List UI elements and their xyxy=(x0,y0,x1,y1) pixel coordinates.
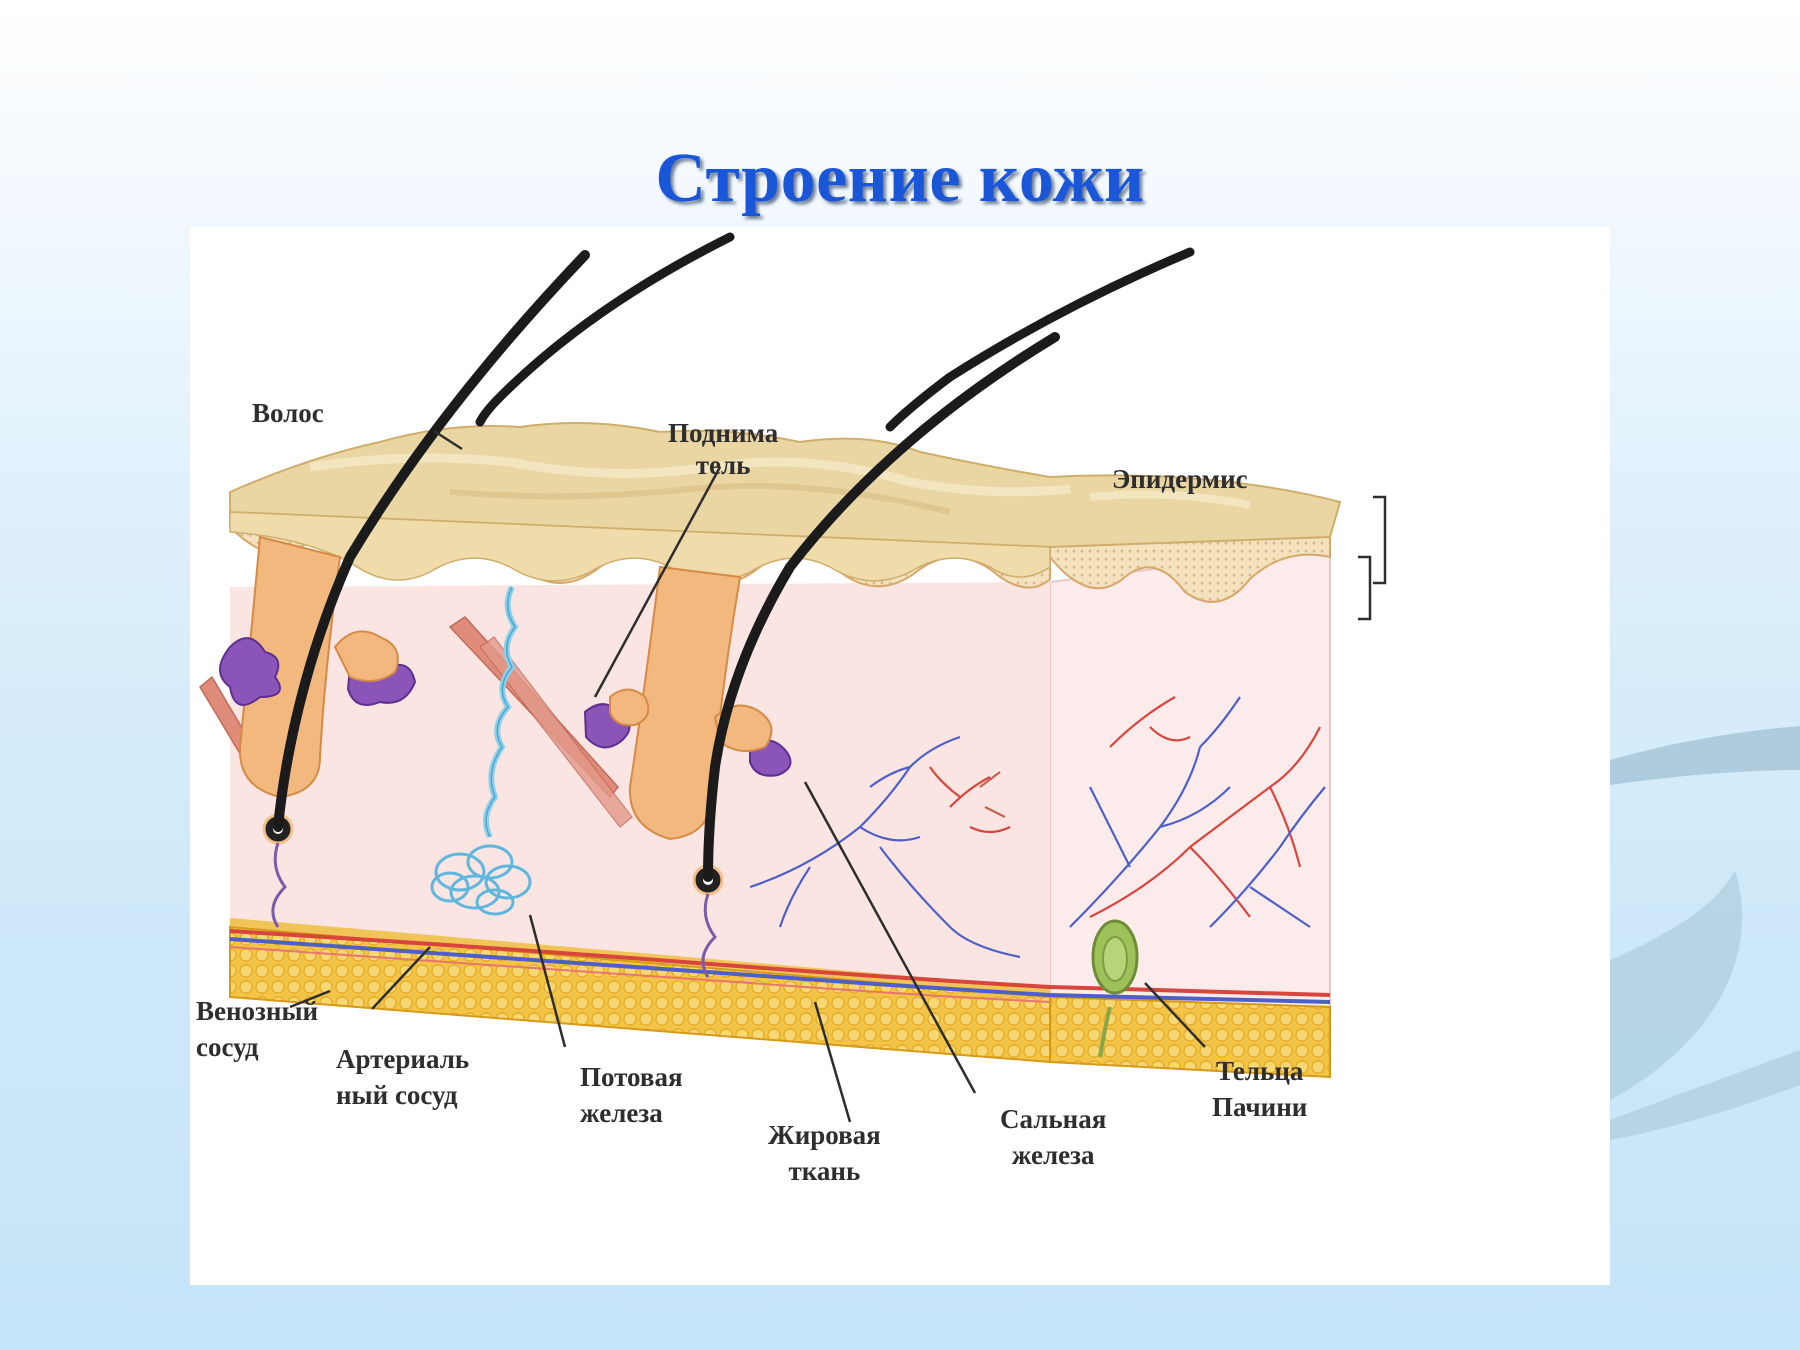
label-epidermis: Эпидермис xyxy=(1112,464,1248,494)
label-sweat-line2: железа xyxy=(580,1098,663,1128)
label-vein-line2: сосуд xyxy=(196,1032,259,1062)
sweat-gland-coil xyxy=(430,844,532,916)
epidermis-front-edge xyxy=(229,511,1051,582)
fat-layer-side xyxy=(1049,995,1331,1079)
label-pacini-line1: Тельца xyxy=(1215,1056,1304,1086)
diagram-panel: Волос Поднима тель Эпидермис Венозный со… xyxy=(190,227,1610,1285)
label-sweat-line1: Потовая xyxy=(580,1062,683,1092)
label-fat-line1: Жировая xyxy=(768,1120,881,1150)
skin-structure-diagram xyxy=(199,232,1387,1123)
label-sebaceous-line1: Сальная xyxy=(1000,1104,1107,1134)
label-artery-line2: ный сосуд xyxy=(336,1080,458,1110)
front-capillaries xyxy=(749,735,1021,959)
pacini-corpuscle xyxy=(1091,919,1139,1058)
label-erector-muscle: Поднима тель xyxy=(668,417,778,481)
label-sebaceous-line2: железа xyxy=(1011,1140,1095,1170)
slide-title: Строение кожи xyxy=(655,139,1145,217)
hair-shaft-1 xyxy=(273,250,590,832)
erector-muscle-3 xyxy=(479,636,633,828)
hair-shaft-2 xyxy=(475,232,735,427)
label-fat-line2: ткань xyxy=(788,1156,861,1186)
venous-vessel xyxy=(229,937,1331,1004)
label-sweat-gland: Потовая железа xyxy=(580,1059,683,1131)
label-artery: Артериаль ный сосуд xyxy=(336,1041,469,1113)
label-hair: Волос xyxy=(252,398,324,428)
label-erector-line1: Поднима xyxy=(668,418,779,448)
sebaceous-glands xyxy=(219,637,792,777)
label-vein-line1: Венозный xyxy=(196,996,319,1026)
label-artery-line1: Артериаль xyxy=(336,1044,470,1074)
label-sebaceous-gland: Сальная железа xyxy=(1000,1101,1106,1173)
papillary-layer-side xyxy=(1049,525,1331,603)
label-pacini-line2: Пачини xyxy=(1212,1092,1308,1122)
leader-lines xyxy=(289,429,1387,1123)
label-vein: Венозный сосуд xyxy=(196,993,318,1065)
label-fat-tissue: Жировая ткань xyxy=(768,1117,881,1189)
label-pacini: Тельца Пачини xyxy=(1212,1053,1307,1125)
hair-shaft-3 xyxy=(703,332,1060,882)
arterial-vessel xyxy=(229,929,1331,997)
side-capillaries xyxy=(1069,696,1326,928)
hair-shaft-4 xyxy=(885,247,1195,432)
label-erector-line2: тель xyxy=(695,450,751,480)
